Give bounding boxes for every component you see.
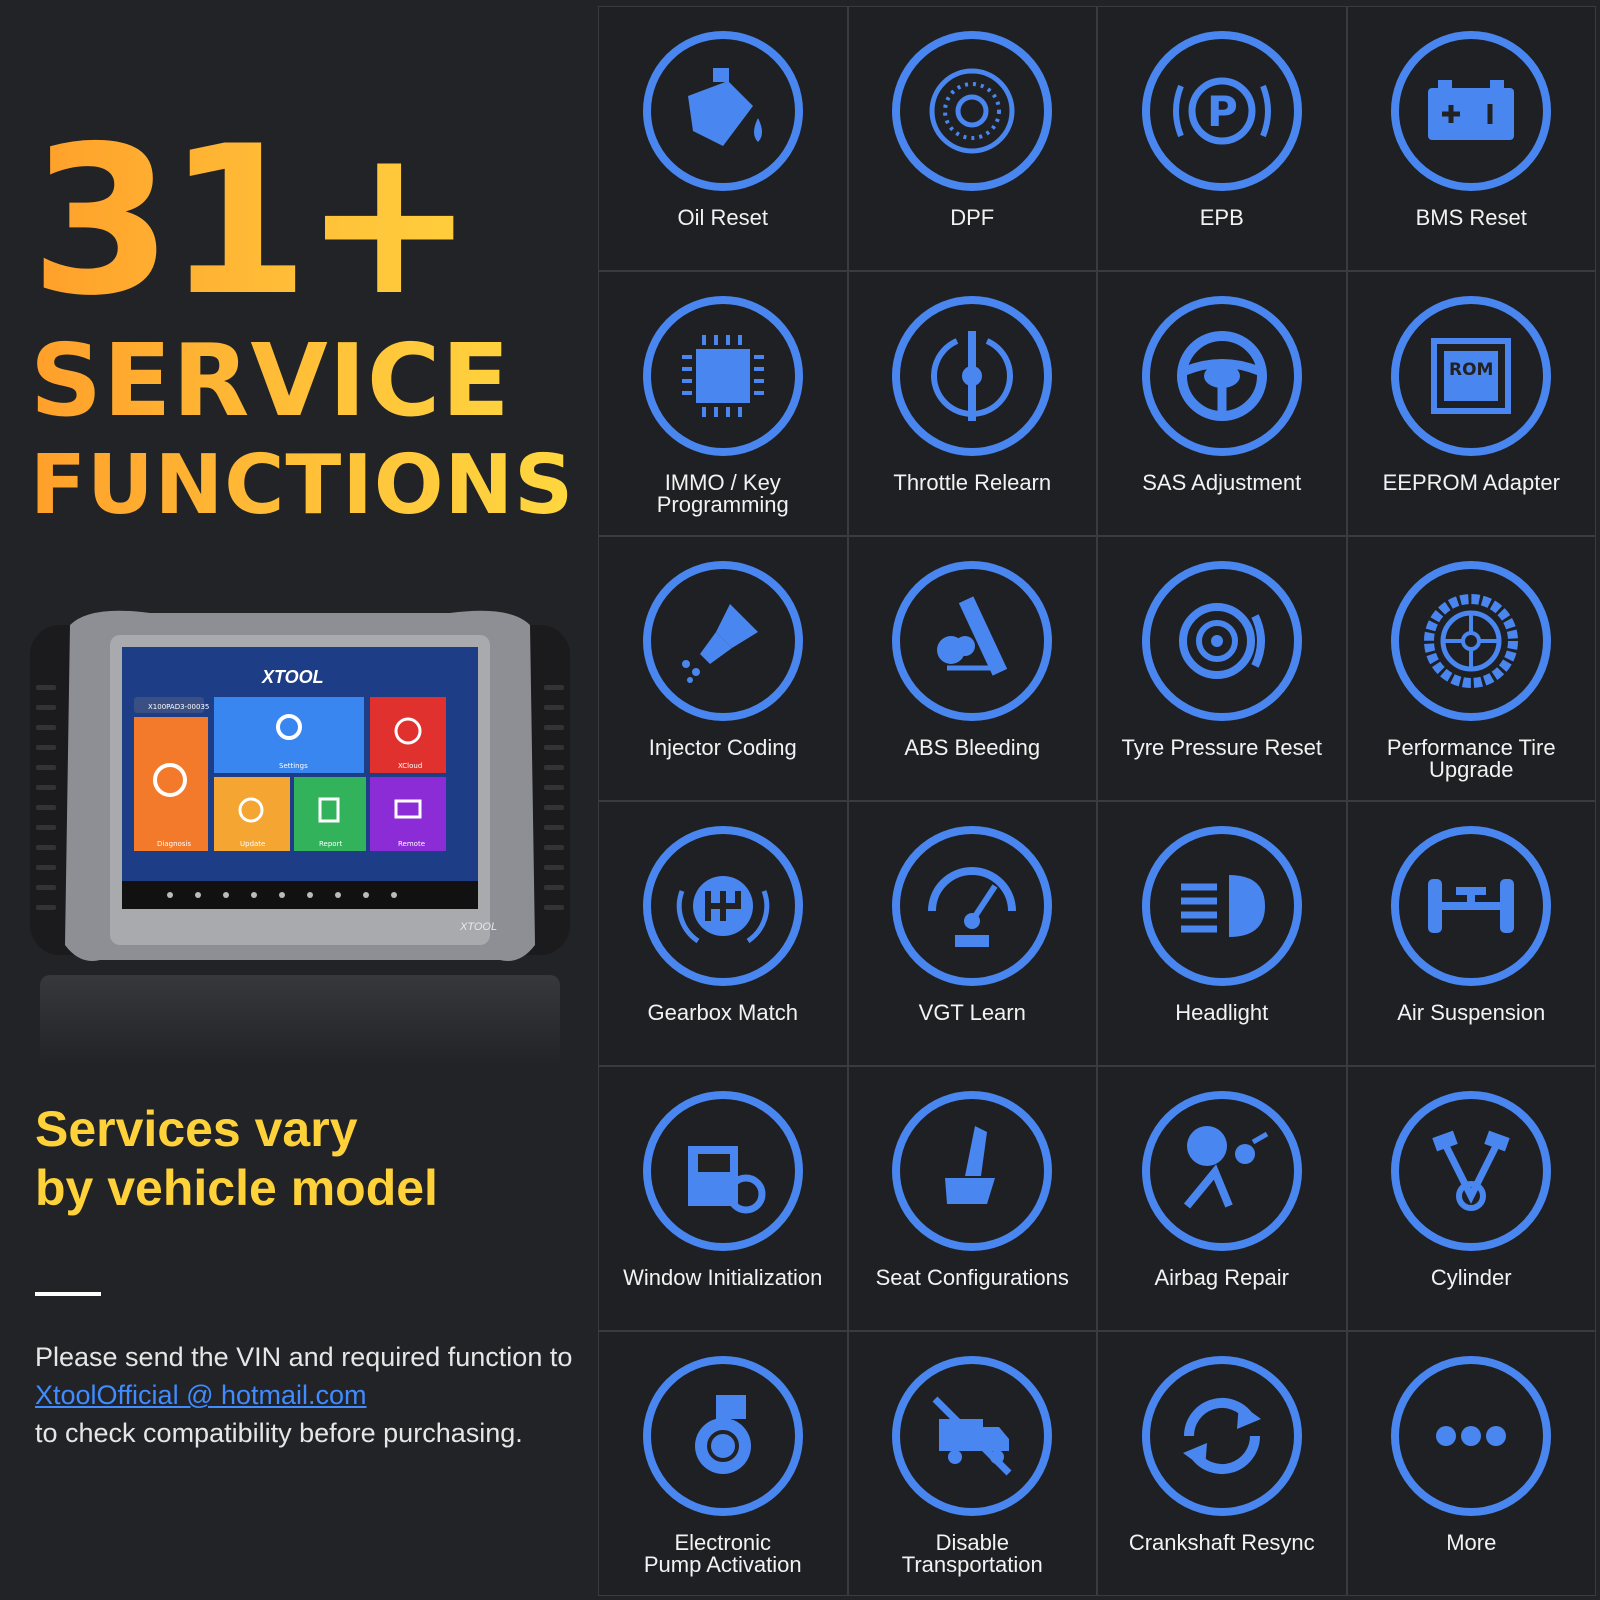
function-tile: DPF (847, 6, 1097, 271)
function-tile: ABS Bleeding (847, 536, 1097, 801)
tile-report: Report (319, 840, 342, 848)
function-label: Electronic Pump Activation (643, 1530, 802, 1577)
function-label: More (1446, 1530, 1497, 1555)
tyre-pressure-icon (1141, 561, 1302, 721)
function-tile: Cylinder (1346, 1066, 1596, 1331)
device-reflection (40, 975, 560, 1065)
scan-tool-device: XTOOL X100PAD3-00035 Settings XCloud Dia… (30, 610, 570, 961)
parking-brake-icon: P (1141, 31, 1302, 191)
function-tile: Performance Tire Upgrade (1346, 536, 1596, 801)
function-tile: Headlight (1097, 801, 1347, 1066)
device-brand: XTOOL (261, 667, 324, 687)
left-panel: 31+ SERVICE FUNCTIONS XTOOL X100PAD3-000… (0, 0, 600, 1600)
abs-bleeding-icon (892, 561, 1053, 721)
headline: 31+ SERVICE FUNCTIONS (30, 120, 600, 527)
tile-diagnosis: Diagnosis (157, 840, 191, 848)
axle-icon (1391, 826, 1552, 986)
headlight-icon (1141, 826, 1302, 986)
note-line1: Please send the VIN and required functio… (35, 1342, 573, 1372)
function-label: ABS Bleeding (904, 735, 1041, 760)
headline-line2: FUNCTIONS (30, 445, 600, 527)
vary-line1: Services vary (35, 1101, 358, 1157)
function-label: IMMO / Key Programming (656, 470, 789, 517)
function-label: Airbag Repair (1154, 1265, 1289, 1290)
function-tile: ROM EEPROM Adapter (1346, 271, 1596, 536)
oil-can-icon (642, 31, 803, 191)
tile-update: Update (240, 840, 265, 848)
vary-line2: by vehicle model (35, 1160, 438, 1216)
function-label: VGT Learn (918, 1000, 1026, 1025)
gauge-icon (892, 826, 1053, 986)
tile-xcloud: XCloud (398, 762, 422, 770)
function-label: Tyre Pressure Reset (1121, 735, 1322, 760)
function-label: Crankshaft Resync (1128, 1530, 1315, 1555)
tile-settings: Settings (279, 762, 308, 770)
note-line3: to check compatibility before purchasing… (35, 1418, 523, 1448)
function-label: Air Suspension (1397, 1000, 1546, 1025)
function-tile: Window Initialization (598, 1066, 848, 1331)
function-label: Injector Coding (648, 735, 797, 760)
function-tile: Crankshaft Resync (1097, 1331, 1347, 1596)
function-label: SAS Adjustment (1142, 470, 1302, 495)
function-tile: BMS Reset (1346, 6, 1596, 271)
function-label: Gearbox Match (647, 1000, 798, 1025)
rom-icon: ROM (1391, 296, 1552, 456)
function-tile: IMMO / Key Programming (598, 271, 848, 536)
function-tile: Gearbox Match (598, 801, 848, 1066)
function-tile: Airbag Repair (1097, 1066, 1347, 1331)
function-tile: Throttle Relearn (847, 271, 1097, 536)
divider (35, 1292, 101, 1296)
svg-text:P: P (1207, 87, 1238, 136)
function-label: Cylinder (1430, 1265, 1512, 1290)
function-tile: Air Suspension (1346, 801, 1596, 1066)
pump-icon (642, 1356, 803, 1516)
function-label: Performance Tire Upgrade (1386, 735, 1556, 782)
airbag-icon (1141, 1091, 1302, 1251)
function-label: Throttle Relearn (893, 470, 1052, 495)
services-vary-note: Services vary by vehicle model (35, 1100, 438, 1218)
chip-icon (642, 296, 803, 456)
function-tile: Injector Coding (598, 536, 848, 801)
throttle-icon (892, 296, 1053, 456)
more-icon (1391, 1356, 1552, 1516)
injector-icon (642, 561, 803, 721)
dpf-filter-icon (892, 31, 1053, 191)
function-tile: Seat Configurations (847, 1066, 1097, 1331)
function-tile: VGT Learn (847, 801, 1097, 1066)
svg-text:ROM: ROM (1449, 360, 1493, 380)
function-label: DPF (950, 205, 995, 230)
cylinder-icon (1391, 1091, 1552, 1251)
function-tile: More (1346, 1331, 1596, 1596)
no-truck-icon (892, 1356, 1053, 1516)
headline-line1: SERVICE (30, 331, 600, 431)
function-tile: Disable Transportation (847, 1331, 1097, 1596)
function-tile: P EPB (1097, 6, 1347, 271)
steering-wheel-icon (1141, 296, 1302, 456)
function-label: Window Initialization (623, 1265, 823, 1290)
seat-icon (892, 1091, 1053, 1251)
email-link[interactable]: XtoolOfficial @ hotmail.com (35, 1380, 367, 1410)
bezel-brand: XTOOL (459, 921, 497, 933)
function-tile: Oil Reset (598, 6, 848, 271)
function-label: BMS Reset (1415, 205, 1527, 230)
function-label: Headlight (1175, 1000, 1269, 1025)
function-label: Seat Configurations (875, 1265, 1069, 1290)
resync-icon (1141, 1356, 1302, 1516)
compatibility-note: Please send the VIN and required functio… (35, 1338, 572, 1452)
function-tile: SAS Adjustment (1097, 271, 1347, 536)
function-tile: Electronic Pump Activation (598, 1331, 848, 1596)
function-tile: Tyre Pressure Reset (1097, 536, 1347, 801)
headline-number: 31+ (30, 120, 600, 325)
tile-remote: Remote (398, 840, 425, 848)
car-door-icon (642, 1091, 803, 1251)
function-label: Oil Reset (677, 205, 768, 230)
battery-icon (1391, 31, 1552, 191)
function-label: EEPROM Adapter (1382, 470, 1560, 495)
gearbox-icon (642, 826, 803, 986)
function-label: Disable Transportation (901, 1530, 1043, 1577)
function-label: EPB (1199, 205, 1244, 230)
tire-icon (1391, 561, 1552, 721)
device-serial: X100PAD3-00035 (148, 703, 209, 711)
